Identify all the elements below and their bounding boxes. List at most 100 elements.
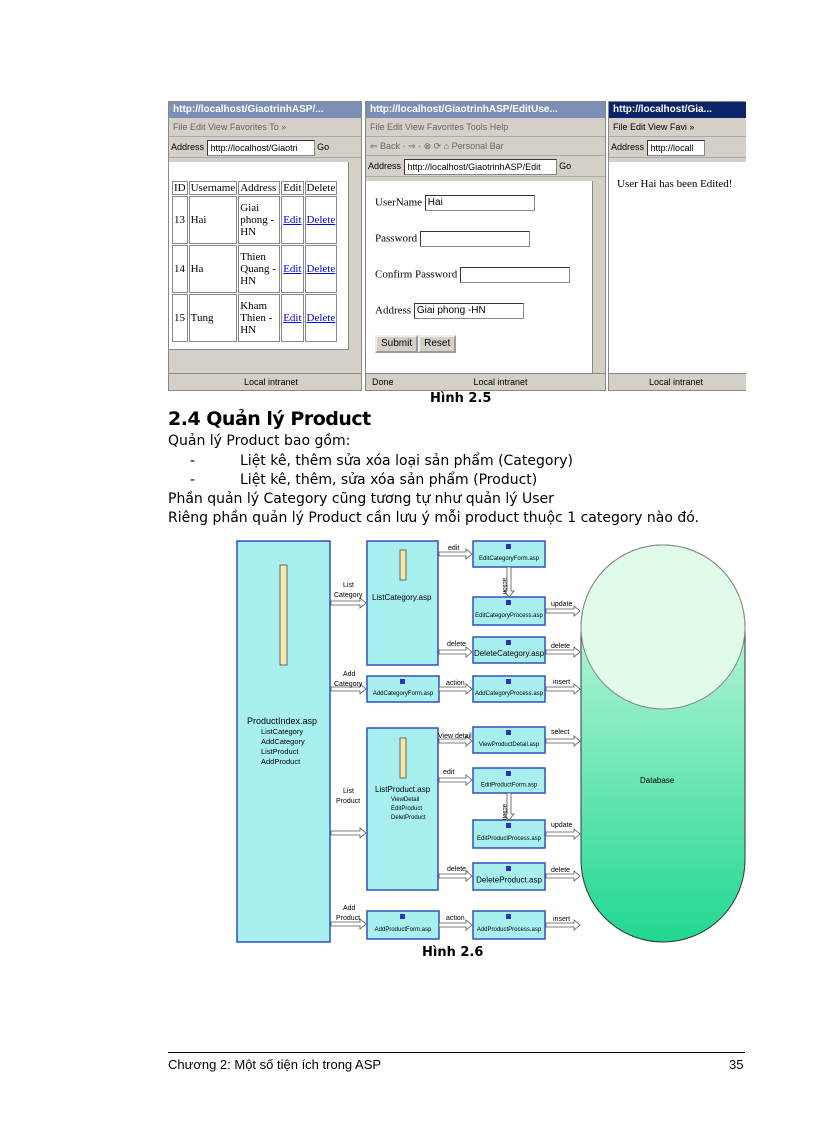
reset-button[interactable]: Reset [418,335,457,353]
page-icon [506,914,511,919]
delete-link[interactable]: Delete [306,214,336,226]
username-input[interactable]: Hai [424,195,535,211]
arrow [503,792,515,821]
browser-window-edit-user: http://localhost/GiaotrinhASP/EditUse...… [365,101,606,391]
arrow [438,683,473,695]
header-username: Username [188,181,238,195]
arrow-label: insert [553,679,570,686]
arrow-label: Category [334,681,363,688]
page-icon [506,771,511,776]
confirm-password-input[interactable] [459,267,570,283]
page-icon [400,914,405,919]
paragraph: Phần quản lý Category cũng tương tự như … [168,491,554,507]
page-icon [399,549,407,581]
status-bar: Local intranet [169,373,361,390]
menu-item: DeletProduct [391,815,426,821]
address-field-label: Address [375,304,412,317]
arrow-label: select [551,729,569,736]
edit-user-form: UserName Hai Password Confirm Password A… [366,181,605,373]
vertical-scrollbar[interactable] [348,162,361,362]
menu-item: ViewDetail [391,797,419,803]
delete-cat-box: DeleteCategory.asp [472,636,546,664]
user-table: ID Username Address Edit Delete 13 Hai G… [171,180,338,343]
address-input[interactable]: http://localhost/Giaotri [206,139,315,156]
password-input[interactable] [419,231,530,247]
footer-chapter: Chương 2: Một số tiện ích trong ASP [168,1057,382,1072]
list-category-title: ListCategory.asp [372,593,432,602]
page-number: 35 [729,1057,744,1072]
box-label: AddCategoryForm.asp [373,691,434,697]
table-row: 13 Hai Giai phong - HN Edit Delete [172,196,338,244]
address-input[interactable]: http://localhost/GiaotrinhASP/Edit [403,158,557,175]
bullet-item: Liệt kê, thêm, sửa xóa sản phẩm (Product… [240,472,538,488]
arrow [330,683,367,695]
arrow [438,735,473,747]
edit-link[interactable]: Edit [283,263,302,275]
delete-link[interactable]: Delete [306,312,336,324]
cell-id: 13 [172,196,188,244]
arrow-label: Category [334,592,363,599]
arrow [330,918,367,930]
page-icon [506,730,511,735]
edit-link[interactable]: Edit [283,214,302,226]
list-category-box: ListCategory.asp [366,540,439,666]
go-button[interactable]: Go [559,161,572,171]
menu-bar: File Edit View Favorites Tools Help [366,118,605,137]
submit-button[interactable]: Submit [375,335,419,353]
username-label: UserName [375,196,423,209]
box-label: AddProductProcess.asp [477,927,542,933]
menu-bar: File Edit View Favorites To » [169,118,361,137]
arrow-label: Add [343,671,356,678]
add-cat-form-box: AddCategoryForm.asp [366,675,440,703]
arrow-label: List [343,788,354,795]
intro-text: Quản lý Product bao gồm: [168,433,351,449]
edit-link[interactable]: Edit [283,312,302,324]
delete-prod-box: DeleteProduct.asp [472,862,546,891]
paragraph: Riêng phần quản lý Product cần lưu ý mỗi… [168,510,700,526]
arrow [330,597,367,609]
product-index-box: ProductIndex.asp ListCategory AddCategor… [236,540,331,943]
address-bar: Address http://localhost/Giaotri Go [169,137,361,158]
arrow-label: edit [443,769,454,776]
box-label: EditProductProcess.asp [477,836,542,842]
database-label: Database [640,776,675,785]
arrow [545,646,581,658]
arrow-label: update [551,822,573,829]
vertical-scrollbar[interactable] [592,181,605,373]
database-cylinder: Database [580,544,746,943]
page-icon [506,866,511,871]
window-title: http://localhost/GiaotrinhASP/... [169,102,361,118]
header-address: Address [238,181,281,195]
toolbar: ⇐ Back · ⇒ · ⊗ ⟳ ⌂ Personal Bar [366,137,605,156]
box-label: DeleteCategory.asp [474,649,545,658]
cell-address: Giai phong - HN [238,196,281,244]
menu-item: EditProduct [391,806,422,812]
arrow [545,828,581,840]
horizontal-scrollbar[interactable] [169,349,349,362]
result-message: User Hai has been Edited! [617,178,733,190]
section-heading: 2.4 Quản lý Product [168,408,371,430]
browser-window-result: http://localhost/Gia... File Edit View F… [608,101,746,391]
view-detail-box: ViewProductDetail.asp [472,726,546,754]
delete-link[interactable]: Delete [306,263,336,275]
arrow-label: Product [336,798,360,805]
cell-address: Thien Quang - HN [238,245,281,293]
arrow [545,605,581,617]
menu-item: ListCategory [261,727,303,736]
address-field-input[interactable]: Giai phong -HN [413,303,524,319]
cell-id: 14 [172,245,188,293]
arrow-label: insert [553,916,570,923]
page-icon [399,737,407,779]
page-icon [506,600,511,605]
window-title: http://localhost/Gia... [609,102,746,118]
arrow-label: action [446,915,465,922]
box-label: ViewProductDetail.asp [479,742,540,748]
bullet-dash: - [190,453,196,469]
arrow [438,870,473,882]
address-input[interactable]: http://locall [646,139,705,156]
box-label: EditCategoryForm.asp [479,556,540,562]
edit-cat-process-box: EditCategoryProcess.asp [472,596,546,626]
go-button[interactable]: Go [317,142,330,152]
